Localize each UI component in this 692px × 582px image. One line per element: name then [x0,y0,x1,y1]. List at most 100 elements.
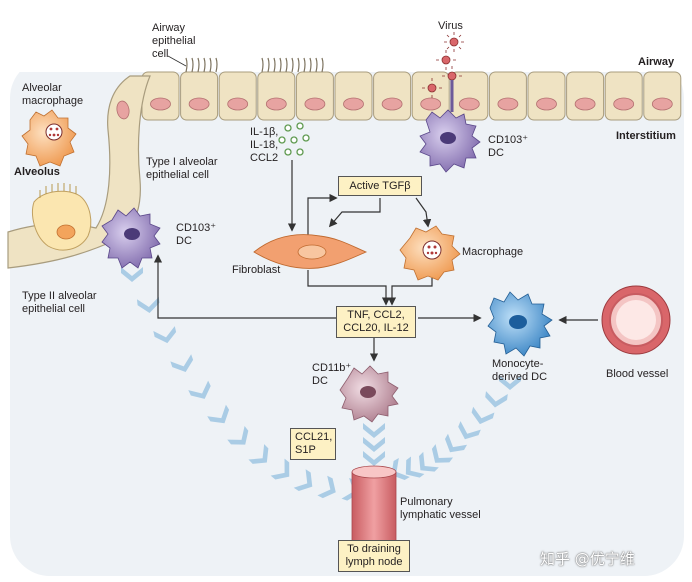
migration-chevron [170,354,194,373]
migration-chevron [363,451,385,466]
cd11b-dc [339,365,399,423]
epithelial-cell [411,71,450,121]
label-line: Type II alveolar [22,290,97,302]
macrophage-cell [399,225,461,281]
migration-chevron [363,423,385,438]
chemokine-dots [278,122,310,156]
label-line: macrophage [22,95,84,107]
migration-chevron [293,469,313,491]
label-line: Monocyte- [492,358,544,370]
migration-chevron [471,406,495,425]
migration-chevron [207,404,230,424]
label-line: DC [176,235,192,247]
type2-microvilli [39,183,77,198]
migration-chevron [419,451,439,472]
epithelial-cell [295,71,334,121]
pulmonary-vessel-label: Pulmonary lymphatic vessel [400,496,481,522]
epithelial-cell [373,71,412,121]
cilia [185,57,324,73]
cd103-dc-top [419,80,481,173]
migration-chevron [485,391,508,408]
monocyte-derived-dc [487,291,553,357]
label-line: lymph node [345,556,403,568]
epithelial-cell [180,71,219,121]
monocyte-dc-label: Monocyte- derived DC [492,358,547,384]
epithelial-cell [566,71,605,121]
label-line: Airway [152,22,186,34]
type2-cell [32,190,92,251]
label-line: cell [152,48,169,60]
label-line: DC [312,375,328,387]
blood-vessel [601,285,671,355]
migration-chevron [188,380,211,399]
label-line: Type I alveolar [146,156,218,168]
type2-cell-label: Type II alveolar epithelial cell [22,290,97,316]
label-line: CCL20, IL-12 [343,322,409,334]
interstitium-label: Interstitium [616,130,676,142]
migration-chevron [121,267,143,282]
signaling-arrows [153,160,598,536]
blood-vessel-label: Blood vessel [606,368,669,380]
label-line: IL-1β, [250,126,279,138]
migration-chevron [270,458,290,480]
epithelial-cell [488,71,527,121]
cytokines-label: IL-1β, IL-18, CCL2 [250,126,278,165]
label-line: derived DC [492,371,548,383]
label-line: CCL2 [250,152,279,164]
type1-cell-label: Type I alveolar epithelial cell [146,156,218,182]
label-line: epithelial cell [22,303,85,315]
epithelial-cell [527,71,566,121]
virus-spikes [422,32,464,98]
migration-chevrons-center [363,423,385,466]
migration-chevron [227,426,249,445]
epithelial-cell [218,71,257,121]
label-line: CD103⁺ [176,222,217,234]
label-line: S1P [295,444,316,456]
label-line: IL-18, [250,139,279,151]
type1-nucleus [116,100,130,120]
label-line: TNF, CCL2, [347,309,405,321]
migration-chevron [317,475,336,499]
label-line: To draining [347,543,401,555]
epithelial-cell [450,71,489,121]
label-line: Pulmonary [400,496,453,508]
epithelial-cell [643,71,682,121]
migration-chevron [431,444,454,463]
epithelial-cell [604,71,643,121]
pulmonary-lymphatic-vessel [351,465,397,545]
migration-chevron [444,433,468,453]
migration-chevron [405,456,425,478]
virus-label: Virus [438,20,463,32]
migration-chevron [499,375,521,390]
airway-epithelium [141,71,682,121]
epithelial-cell [257,71,296,121]
lymph-node-box: To draining lymph node [338,540,410,572]
virus-particles [427,37,459,93]
epithelial-cell [334,71,373,121]
active-tgfb-box: Active TGFβ [338,176,422,196]
epithelial-cell [141,71,180,121]
airway-label: Airway [638,56,675,68]
cd11b-dc-label: CD11b⁺ DC [312,362,351,388]
arrow-fibroblast-to-tgfb [307,193,338,236]
ccl21-box: CCL21, S1P [290,428,336,460]
cd103-dc-left [101,207,161,269]
migration-chevrons-right [391,375,521,481]
tnf-ccl-box: TNF, CCL2, CCL20, IL-12 [336,306,416,338]
label-line: CCL21, [295,431,333,443]
type2-nucleus [56,224,76,240]
fibroblast-label: Fibroblast [232,264,281,276]
cd103-dc-top-label: CD103⁺ DC [488,134,528,160]
migration-chevron [363,437,385,452]
label-line: lymphatic vessel [400,509,481,521]
macrophage-label: Macrophage [462,246,524,258]
label-line: CD103⁺ [488,134,529,146]
migration-chevron [136,296,160,313]
alveolar-macrophage-label: Alveolar macrophage [22,82,83,108]
label-line: DC [488,147,504,159]
cd103-dc-left-label: CD103⁺ DC [176,222,216,248]
label-line: epithelial [152,35,196,47]
label-line: CD11b⁺ [312,362,352,374]
